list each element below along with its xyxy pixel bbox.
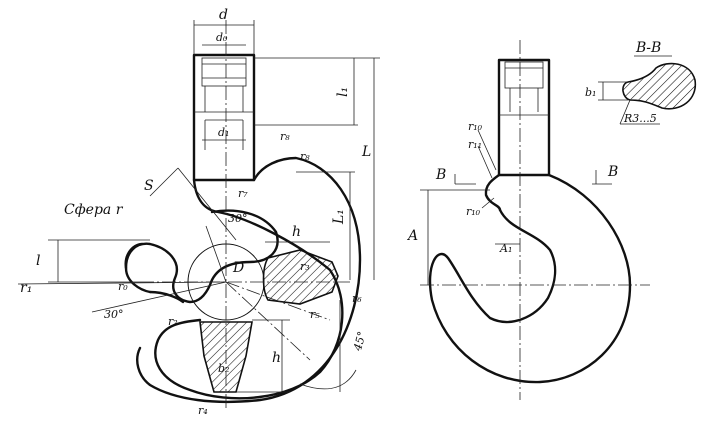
section-title: В-В xyxy=(635,40,661,56)
hook-front-view: d d₀ d₁ l₁ L l L₁ S Сфера r r₈ r₈ r₇ 30°… xyxy=(17,7,380,417)
angle-30-bottom: 30° xyxy=(104,308,124,321)
section-b-b-shape xyxy=(622,62,696,110)
dim-S: S xyxy=(144,178,154,194)
dim-l: l xyxy=(36,253,40,269)
angle-30-top: 30° xyxy=(228,212,248,225)
radius-r6: r₆ xyxy=(352,292,362,305)
radius-r7: r₇ xyxy=(238,187,248,200)
angle-45: 45° xyxy=(351,330,369,353)
radius-r10-b: r₁₀ xyxy=(466,205,481,218)
section-mark-left: B xyxy=(435,167,446,183)
thread-zone xyxy=(201,57,247,87)
dim-L1: L₁ xyxy=(331,209,347,225)
dim-A: A xyxy=(406,228,418,244)
section-mark-right: B xyxy=(607,164,618,180)
side-shank xyxy=(497,58,551,177)
radius-r11: r₁₁ xyxy=(468,138,482,151)
dim-L: L xyxy=(361,144,371,160)
side-outer-contour xyxy=(428,173,632,384)
radius-r10: r₁₀ xyxy=(468,120,483,133)
dim-d: d xyxy=(219,7,228,23)
dim-d1: d₁ xyxy=(218,126,229,139)
label-sphere: Сфера r xyxy=(64,202,124,218)
side-back-contour xyxy=(484,173,502,212)
dim-h-bottom: h xyxy=(272,350,281,366)
dim-b2: b₂ xyxy=(218,362,229,375)
radius-r8-a: r₈ xyxy=(280,130,290,143)
radius-r0: r₀ xyxy=(118,280,128,293)
dim-h-top: h xyxy=(292,224,301,240)
shank-outline xyxy=(192,53,256,182)
radius-r4: r₄ xyxy=(198,404,208,417)
dim-A1: A₁ xyxy=(499,242,512,255)
radius-r3: r₃ xyxy=(300,260,310,273)
hook-back-contour xyxy=(136,156,362,404)
dim-d0: d₀ xyxy=(216,31,228,44)
hook-side-view: B B r₁₀ r₁₁ r₁₀ A A₁ xyxy=(406,40,650,400)
radius-r1: r₁ xyxy=(20,280,32,296)
radius-r3-5: R3...5 xyxy=(623,112,657,125)
radius-r5: r₅ xyxy=(310,308,320,321)
hook-throat xyxy=(124,209,279,304)
hook-tip xyxy=(124,242,185,304)
radius-r8-b: r₈ xyxy=(300,150,310,163)
dim-l1: l₁ xyxy=(335,87,351,97)
dim-b1: b₁ xyxy=(585,86,596,99)
radius-r2: r₂ xyxy=(168,315,178,328)
dim-D: D xyxy=(232,260,244,276)
hatched-section-right xyxy=(262,249,339,305)
section-b-b: В-В b₁ R3...5 xyxy=(585,40,696,125)
